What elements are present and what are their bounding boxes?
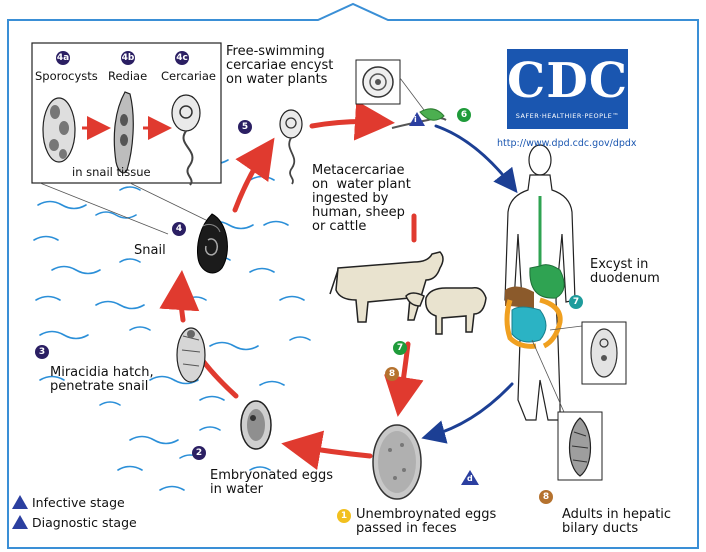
label-unembryonated-eggs: Unembroynated eggs passed in feces: [356, 508, 496, 536]
host-arrows: [430, 126, 512, 436]
step-badge-8-host: 8: [385, 367, 399, 381]
label-in-snail-tissue: in snail tissue: [72, 166, 151, 179]
legend-diagnostic-label: Diagnostic stage: [32, 515, 137, 530]
diagnostic-marker-letter: d: [467, 474, 475, 483]
cattle-drawing: [330, 252, 443, 322]
embryonated-egg: [241, 401, 271, 449]
label-free-swimming-cercariae: Free-swimming cercariae encyst on water …: [226, 45, 333, 87]
step-badge-2: 2: [192, 446, 206, 460]
label-rediae: Rediae: [108, 70, 147, 83]
step-badge-8-adult: 8: [539, 490, 553, 504]
step-badge-6: 6: [457, 108, 471, 122]
label-metacercariae: Metacercariae on water plant ingested by…: [312, 164, 411, 234]
step-badge-7-host: 7: [393, 341, 407, 355]
swimming-cercaria: [280, 110, 302, 184]
miracidium-drawing: [177, 328, 205, 382]
step-badge-5: 5: [238, 120, 252, 134]
step-badge-7-adult: 7: [569, 295, 583, 309]
step-badge-3: 3: [35, 345, 49, 359]
label-snail: Snail: [134, 244, 166, 258]
infective-marker-letter: i: [414, 115, 420, 124]
step-badge-4b: 4b: [121, 51, 135, 65]
cdc-logo-text: CDC: [507, 55, 628, 107]
label-adults-hepatic-ducts: Adults in hepatic bilary ducts: [562, 508, 671, 536]
step-badge-4: 4: [172, 222, 186, 236]
label-sporocysts: Sporocysts: [35, 70, 98, 83]
label-miracidia: Miracidia hatch, penetrate snail: [50, 366, 154, 394]
step-badge-1: 1: [337, 509, 351, 523]
sporocyst-drawing: [43, 98, 75, 162]
label-cercariae: Cercariae: [161, 70, 216, 83]
step-badge-4c: 4c: [175, 51, 189, 65]
unembryonated-egg: [373, 425, 421, 499]
legend-infective-label: Infective stage: [32, 495, 125, 510]
sheep-drawing: [406, 288, 486, 334]
water-waves: [34, 157, 310, 491]
cdc-tagline: SAFER·HEALTHIER·PEOPLE™: [507, 112, 628, 120]
label-embryonated-eggs: Embryonated eggs in water: [210, 469, 333, 497]
cdc-url[interactable]: http://www.dpd.cdc.gov/dpdx: [497, 138, 637, 149]
cdc-logo: CDC SAFER·HEALTHIER·PEOPLE™: [507, 49, 628, 129]
metacercaria-on-plant: [356, 60, 446, 128]
label-excyst-duodenum: Excyst in duodenum: [590, 258, 660, 286]
step-badge-4a: 4a: [56, 51, 70, 65]
adult-fluke-box-7: [550, 322, 626, 384]
